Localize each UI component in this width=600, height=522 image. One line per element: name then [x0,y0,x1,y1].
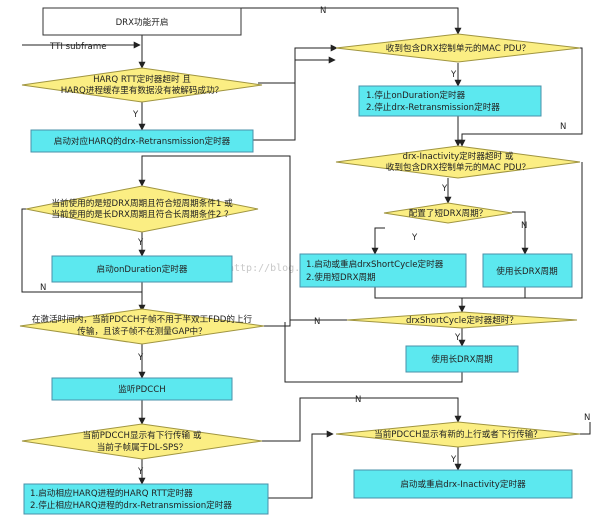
use-long-cycle-text: 使用长DRX周期 [431,353,492,365]
stop-timers-line-2: 2.停止drx-Retransmission定时器 [366,101,500,113]
restart-inactivity-text: 启动或重启drx-Inactivity定时器 [400,478,526,490]
box-short-cycle: 1.启动或重启drxShortCycle定时器 2.使用短DRX周期 [299,253,467,288]
harq-line-1: HARQ RTT定时器超时 且 [93,73,191,85]
box-start-onduration: 启动onDuration定时器 [51,255,233,283]
edge-active-no [262,320,291,327]
node-drx-start: DRX功能开启 [42,7,242,36]
decision-inactivity: drx-Inactivity定时器超时 或 收到包含DRX控制单元的MAC PD… [335,145,581,179]
cycle-cond-line-1: 当前使用的是短DRX周期且符合短周期条件1 或 [51,197,233,209]
edge-labels: N Y Y N Y Y N Y N N Y Y Y N Y N [40,6,590,477]
label-cycle-no: N [40,283,46,293]
box-long-cycle: 使用长DRX周期 [482,253,573,288]
harq-actions-line-1: 1.启动相应HARQ进程的HARQ RTT定时器 [30,487,193,499]
short-cycle-line-2: 2.使用短DRX周期 [306,271,376,283]
short-cfg-text: 配置了短DRX周期？ [409,207,488,219]
decision-pdcch-dl: 当前PDCCH显示有下行传输 或 当前子帧属于DL-SPS？ [21,423,263,460]
short-cycle-line-1: 1.启动或重启drxShortCycle定时器 [306,258,444,270]
stop-timers-line-1: 1.停止onDuration定时器 [366,89,466,101]
edge-retx-to-mac [253,56,336,141]
start-retx-text: 启动对应HARQ的drx-Retransmission定时器 [54,135,231,147]
label-mac-yes: Y [450,70,457,80]
label-expired-no: N [314,317,320,327]
watermark: http://blog.csdn.net/ [228,263,354,274]
label-shortcfg-no: N [521,221,527,231]
harq-actions-line-2: 2.停止相应HARQ进程的drx-Retransmission定时器 [30,499,232,511]
pdcch-dl-line-2: 当前子帧属于DL-SPS？ [97,441,188,453]
decision-pdcch-new: 当前PDCCH显示有新的上行或者下行传输？ [335,421,581,448]
label-dl-no: N [355,395,361,405]
tti-subframe-label: TTI subframe [49,42,106,52]
connectors [21,7,591,499]
pdcch-new-text: 当前PDCCH显示有新的上行或者下行传输？ [374,428,542,440]
monitor-pdcch-text: 监听PDCCH [118,383,165,395]
label-shortcfg-yes: Y [411,233,418,243]
edge-top-loop [142,7,462,35]
box-use-long-cycle: 使用长DRX周期 [405,345,519,373]
active-time-line-2: 传输，且该子帧不在测量GAP中？ [77,325,206,337]
label-cycle-yes: Y [137,238,144,248]
label-new-yes: Y [450,455,457,465]
edge-new-no [580,422,591,435]
box-stop-timers: 1.停止onDuration定时器 2.停止drx-Retransmission… [358,85,542,117]
long-cycle-text: 使用长DRX周期 [496,265,557,277]
decision-mac-pdu: 收到包含DRX控制单元的MAC PDU？ [335,33,581,63]
mac-pdu-text: 收到包含DRX控制单元的MAC PDU？ [386,42,530,54]
pdcch-dl-line-1: 当前PDCCH显示有下行传输 或 [83,429,202,441]
label-inactivity-yes: Y [441,184,448,194]
short-expired-text: drxShortCycle定时器超时？ [406,314,518,326]
edge-shortcfg-yes [371,227,385,255]
edge-short-to-expired [374,287,462,299]
edge-harq-no [258,44,338,84]
inactivity-line-2: 收到包含DRX控制单元的MAC PDU？ [386,161,530,173]
label-mac-no: N [560,122,566,132]
drx-start-text: DRX功能开启 [116,16,169,28]
cycle-cond-line-2: 当前使用的是长DRX周期且符合长周期条件2 ？ [51,208,232,220]
decision-short-expired: drxShortCycle定时器超时？ [346,311,578,329]
decision-active-time: 在激活时间内，当前PDCCH子帧不用于半双工FDD的上行 传输，且该子帧不在测量… [19,308,265,345]
label-harq-yes: Y [132,110,139,120]
label-top-no: N [320,6,326,16]
decision-short-cfg: 配置了短DRX周期？ [383,202,513,224]
edge-dl-no [262,397,462,442]
edge-uselong-loop [284,322,463,383]
edge-cycle-no [21,208,142,293]
box-monitor-pdcch: 监听PDCCH [51,377,233,401]
label-new-no: N [584,413,590,423]
edge-expired-no [138,155,347,321]
start-onduration-text: 启动onDuration定时器 [97,263,188,275]
edge-inactivity-no [458,162,583,313]
label-dl-yes: Y [137,467,144,477]
harq-line-2: HARQ进程缓存里有数据没有被解码成功？ [61,84,224,96]
box-start-retx: 启动对应HARQ的drx-Retransmission定时器 [30,129,254,153]
decision-cycle-cond: 当前使用的是短DRX周期且符合短周期条件1 或 当前使用的是长DRX周期且符合长… [25,185,259,233]
decision-harq: HARQ RTT定时器超时 且 HARQ进程缓存里有数据没有被解码成功？ [21,67,263,103]
active-time-line-1: 在激活时间内，当前PDCCH子帧不用于半双工FDD的上行 [32,313,253,325]
box-restart-inactivity: 启动或重启drx-Inactivity定时器 [353,469,573,499]
label-expired-yes: Y [454,333,461,343]
edge-shortcfg-no [512,211,529,255]
inactivity-line-1: drx-Inactivity定时器超时 或 [403,150,514,162]
box-harq-actions: 1.启动相应HARQ进程的HARQ RTT定时器 2.停止相应HARQ进程的dr… [23,483,269,515]
edge-harq-to-new [268,430,334,499]
label-active-yes: Y [137,353,144,363]
